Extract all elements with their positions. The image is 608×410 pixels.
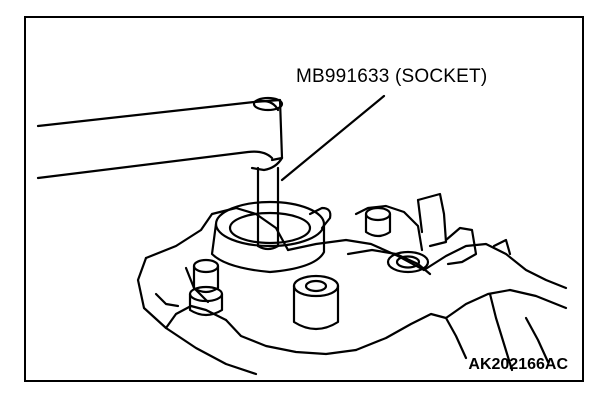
right-bracket [346, 192, 512, 276]
boss-lower [292, 274, 340, 331]
callout-leader [280, 94, 386, 182]
socket-shaft [256, 166, 280, 251]
callout-label: MB991633 (SOCKET) [296, 66, 488, 87]
bolt-left [188, 258, 224, 317]
wrench-handle [36, 96, 284, 180]
figure-frame: MB991633 (SOCKET) AK202166AC [24, 16, 584, 382]
service-illustration [36, 94, 568, 376]
figure-code: AK202166AC [468, 356, 568, 373]
socket-housing [210, 200, 332, 274]
engine-housing [136, 206, 568, 376]
